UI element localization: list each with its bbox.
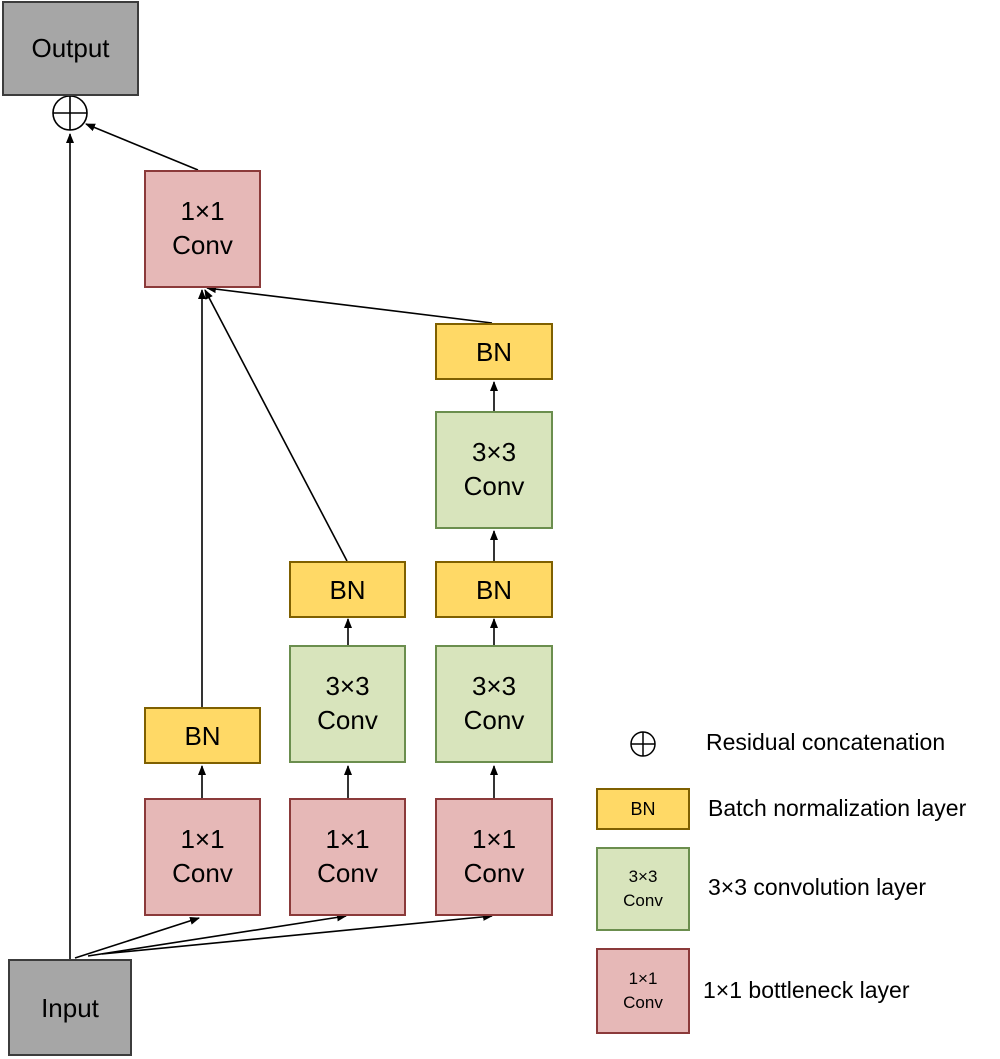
top-conv1x1-node: 1×1 Conv (144, 170, 261, 288)
branch3-conv1x1-node: 1×1 Conv (435, 798, 553, 916)
residual-concat-icon (52, 95, 88, 131)
legend-conv3-swatch-line2: Conv (623, 891, 663, 910)
branch3-bn-upper-node: BN (435, 323, 553, 380)
legend-bn-label: Batch normalization layer (708, 795, 967, 821)
branch3-conv1x1-line1: 1×1 (472, 824, 516, 854)
legend-conv1-swatch-line1: 1×1 (629, 969, 658, 988)
branch3-conv3x3-upper-line1: 3×3 (472, 437, 516, 467)
top-conv1x1-line2: Conv (172, 230, 233, 260)
branch3-conv3x3-lower-line1: 3×3 (472, 671, 516, 701)
legend-residual-label: Residual concatenation (706, 729, 945, 755)
edge-input-to-b1-conv (74, 916, 200, 959)
branch3-bn-lower-node: BN (435, 561, 553, 618)
branch1-conv1x1-line2: Conv (172, 858, 233, 888)
branch3-bn-upper-label: BN (476, 337, 512, 367)
branch2-conv3x3-node: 3×3 Conv (289, 645, 406, 763)
edge-input-to-b2-conv (87, 913, 347, 957)
branch3-conv3x3-lower-line2: Conv (464, 705, 525, 735)
legend-conv3-swatch-line1: 3×3 (629, 867, 658, 886)
top-conv1x1-line1: 1×1 (180, 196, 224, 226)
branch2-conv3x3-line1: 3×3 (325, 671, 369, 701)
branch3-conv1x1-line2: Conv (464, 858, 525, 888)
output-node: Output (2, 1, 139, 96)
legend-bn-swatch: BN (596, 788, 690, 830)
branch2-bn-node: BN (289, 561, 406, 618)
edge-b3-bn-to-topconv (206, 285, 493, 324)
branch1-conv1x1-line1: 1×1 (180, 824, 224, 854)
branch2-conv3x3-line2: Conv (317, 705, 378, 735)
branch1-bn-node: BN (144, 707, 261, 764)
branch3-conv3x3-upper-line2: Conv (464, 471, 525, 501)
edge-b2-bn-to-topconv (204, 289, 348, 562)
legend-conv3-label: 3×3 convolution layer (708, 874, 926, 900)
branch1-bn-label: BN (184, 721, 220, 751)
legend: Residual concatenation BN Batch normaliz… (596, 729, 967, 1034)
legend-conv1-swatch-line2: Conv (623, 993, 663, 1012)
branch3-conv3x3-upper-node: 3×3 Conv (435, 411, 553, 529)
input-node: Input (8, 959, 132, 1056)
branch3-conv3x3-lower-node: 3×3 Conv (435, 645, 553, 763)
connection-edges (66, 123, 498, 960)
output-label: Output (31, 33, 110, 63)
branch2-bn-label: BN (329, 575, 365, 605)
branch2-conv1x1-node: 1×1 Conv (289, 798, 406, 916)
legend-residual-icon (630, 731, 656, 757)
legend-bn-swatch-label: BN (630, 799, 655, 819)
legend-conv1-swatch: 1×1 Conv (596, 948, 690, 1034)
branch1-conv1x1-node: 1×1 Conv (144, 798, 261, 916)
legend-conv3-swatch: 3×3 Conv (596, 847, 690, 931)
edge-input-to-b3-conv (101, 912, 493, 955)
branch2-conv1x1-line1: 1×1 (325, 824, 369, 854)
legend-conv1-label: 1×1 bottleneck layer (703, 977, 910, 1003)
branch2-conv1x1-line2: Conv (317, 858, 378, 888)
branch3-bn-lower-label: BN (476, 575, 512, 605)
edge-topconv-to-residual (85, 123, 199, 171)
input-label: Input (41, 993, 100, 1023)
